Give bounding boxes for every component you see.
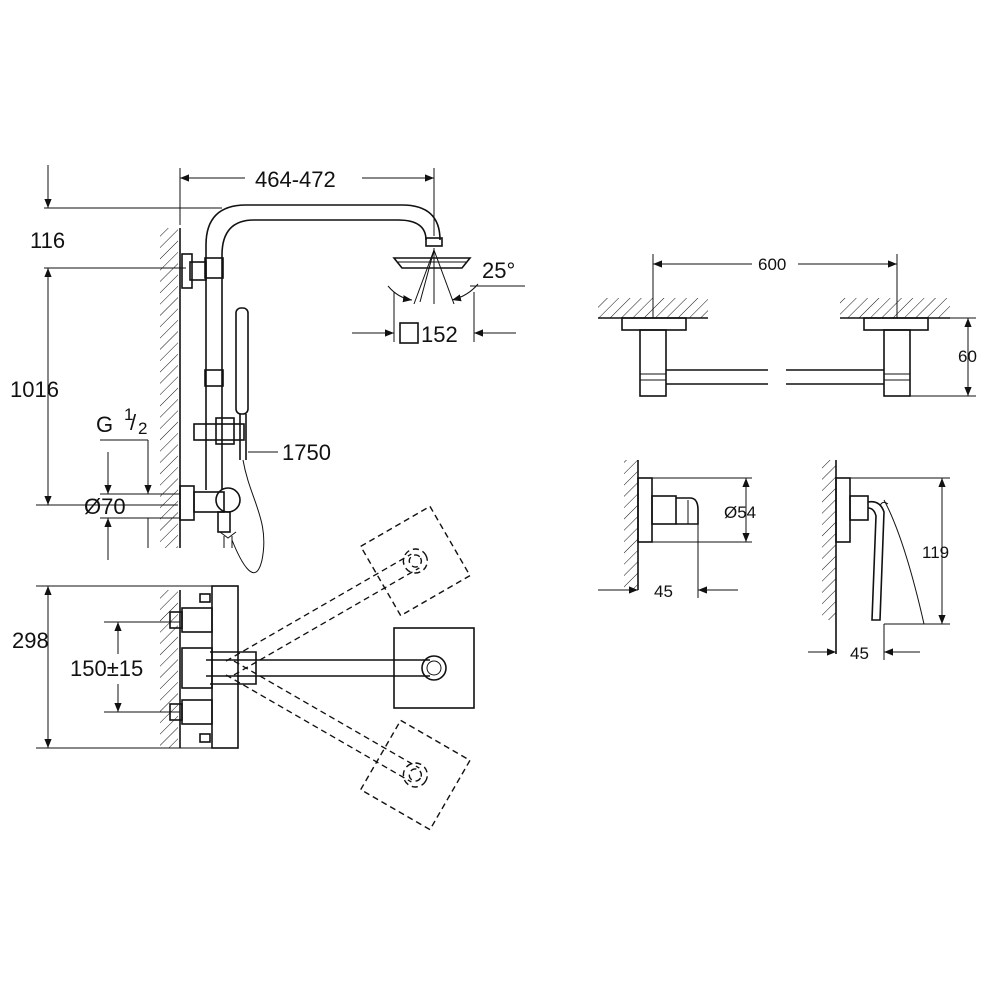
square-symbol-icon: [399, 322, 419, 344]
svg-text:1: 1: [124, 405, 133, 424]
dimension-escutcheon: Ø70: [84, 452, 180, 560]
dimension-298: 298: [12, 585, 238, 749]
svg-text:Ø54: Ø54: [724, 503, 756, 522]
svg-text:152: 152: [421, 322, 458, 347]
svg-text:25°: 25°: [482, 258, 515, 283]
wall-hatch-holder: [822, 460, 836, 620]
hand-shower: 1750: [193, 307, 331, 574]
svg-text:1016: 1016: [10, 377, 59, 402]
mixer-top-view: 298 150±15: [12, 505, 475, 831]
shower-riser: [181, 204, 441, 490]
lever-rotation-upper: [225, 505, 471, 676]
mixer-lever: [206, 627, 475, 709]
towel-rail: 600 60: [598, 254, 977, 397]
wall-hatch-lower: [160, 590, 181, 748]
svg-text:60: 60: [958, 347, 977, 366]
dimension-head-size: 152: [352, 292, 516, 347]
paper-holder: 119 45: [808, 460, 950, 663]
wall-hatch: [160, 228, 181, 548]
shower-system-side-view: 116 1016 464-472: [10, 165, 525, 574]
svg-text:119: 119: [922, 543, 949, 562]
svg-text:1750: 1750: [282, 440, 331, 465]
robe-hook: Ø54 45: [598, 460, 756, 601]
svg-text:/: /: [130, 410, 137, 435]
svg-text:116: 116: [30, 228, 65, 253]
svg-text:600: 600: [758, 255, 786, 274]
dimension-inlet-spacing: 150±15: [70, 621, 180, 713]
svg-text:2: 2: [138, 419, 147, 438]
wall-hatch-right: [840, 298, 950, 318]
connection-thread-label: G 1 / 2: [96, 405, 152, 494]
dimension-arm-reach: 464-472: [179, 167, 435, 236]
svg-text:464-472: 464-472: [255, 167, 336, 192]
svg-text:45: 45: [850, 644, 869, 663]
svg-text:150±15: 150±15: [70, 656, 143, 681]
thermostatic-mixer: [169, 585, 239, 749]
dimension-116: 116: [30, 165, 65, 253]
dimension-1016: 1016: [10, 268, 178, 506]
shower-head: 25°: [387, 237, 525, 305]
svg-text:298: 298: [12, 628, 49, 653]
wall-hatch-hook: [624, 460, 638, 590]
svg-text:Ø70: Ø70: [84, 494, 126, 519]
svg-text:45: 45: [654, 582, 673, 601]
lever-rotation-lower: [225, 660, 471, 831]
svg-text:G: G: [96, 412, 113, 437]
riser-outlet: [179, 485, 241, 548]
